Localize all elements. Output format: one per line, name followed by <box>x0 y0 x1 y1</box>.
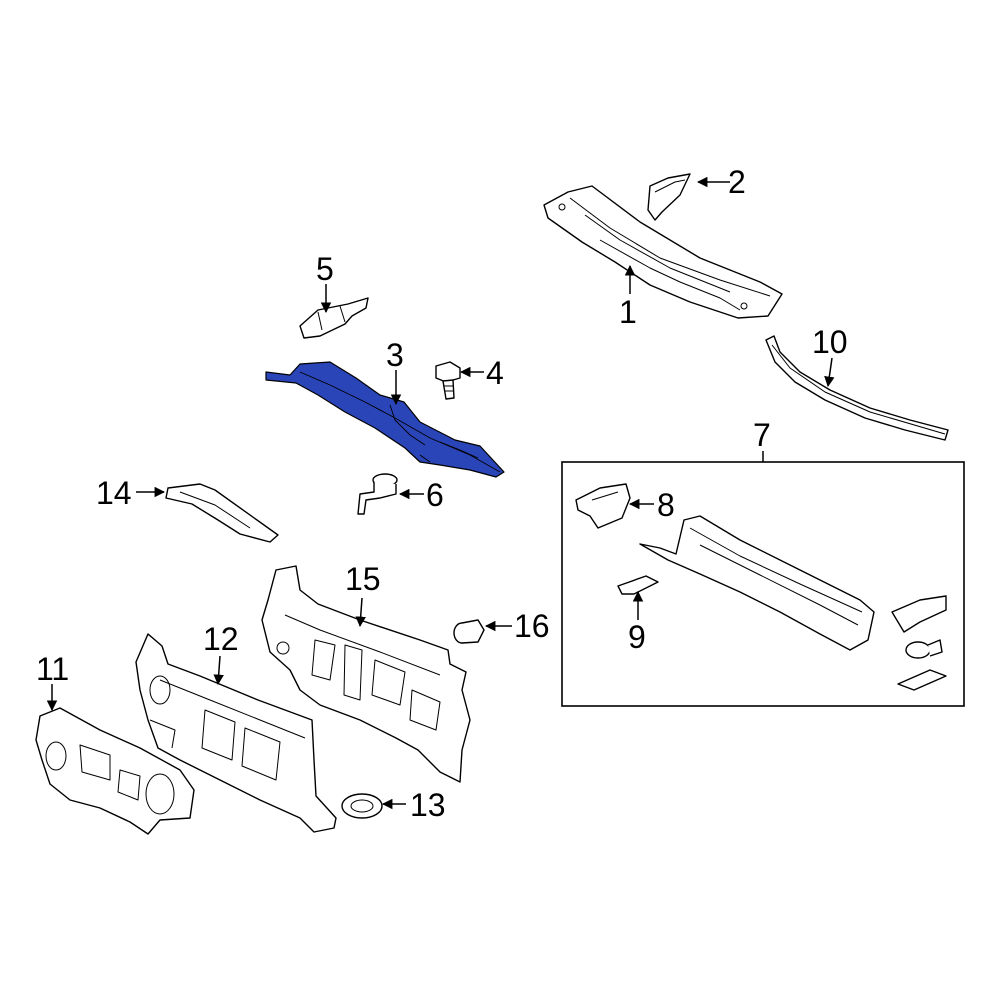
callout-10: 10 <box>812 324 848 360</box>
part-3-body <box>265 361 505 478</box>
part-9-seal[interactable] <box>617 575 659 595</box>
part-5-bracket[interactable] <box>299 297 369 339</box>
part-12-dash-panel[interactable] <box>135 633 337 833</box>
callout-5: 5 <box>316 251 334 287</box>
part-6-clip[interactable] <box>357 473 398 515</box>
part-11-insulator[interactable] <box>35 707 195 835</box>
part-3-cowl-side-reinforcement[interactable] <box>265 361 505 478</box>
part-13-grommet[interactable] <box>341 793 383 819</box>
part-15-insulator[interactable] <box>261 565 471 783</box>
callout-2: 2 <box>728 164 746 200</box>
callout-7: 7 <box>753 417 771 453</box>
callout-9: 9 <box>628 619 646 655</box>
callout-16: 16 <box>514 608 550 644</box>
callout-11: 11 <box>36 651 69 687</box>
callout-8: 8 <box>657 487 675 523</box>
part-4-bolt[interactable] <box>435 361 461 400</box>
kit-pad[interactable] <box>897 669 947 691</box>
part-16-grommet[interactable] <box>453 619 485 644</box>
leader-lines <box>46 176 835 810</box>
callout-4: 4 <box>486 355 504 391</box>
callout-3: 3 <box>386 337 404 373</box>
part-1-cowl-panel[interactable] <box>543 185 783 319</box>
callout-6: 6 <box>426 477 444 513</box>
callout-1: 1 <box>619 294 637 330</box>
part-10-weatherstrip[interactable] <box>765 335 949 441</box>
callout-15: 15 <box>345 561 381 597</box>
part-8-bracket[interactable] <box>575 483 631 529</box>
kit-clip[interactable] <box>905 639 943 659</box>
callout-14: 14 <box>96 475 132 511</box>
kit-bracket[interactable] <box>891 595 947 633</box>
callout-13: 13 <box>410 787 446 823</box>
part-14-support[interactable] <box>165 483 279 543</box>
part-2-bracket[interactable] <box>647 173 691 221</box>
kit-cowl-panel[interactable] <box>639 515 875 651</box>
callout-12: 12 <box>203 621 239 657</box>
